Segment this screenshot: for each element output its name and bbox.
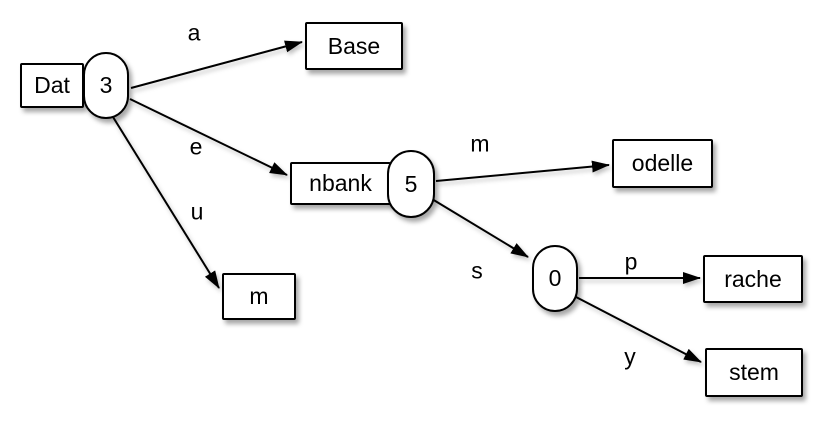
edge-u-label: u [190, 198, 204, 225]
edge-u-line [112, 116, 220, 289]
node-nbank-label: nbank [309, 170, 372, 196]
node-dat-label: Dat [34, 72, 70, 98]
edge-e-line [129, 98, 288, 176]
node-branch0-count-pill: 0 [532, 245, 578, 312]
node-branch0-count: 0 [548, 265, 562, 291]
node-dat-box: Dat [20, 63, 84, 108]
node-rache-label: rache [724, 265, 782, 292]
node-m-label: m [249, 283, 269, 309]
node-m-box: m [222, 273, 296, 320]
edge-y-line [575, 296, 702, 363]
edge-a-label: a [187, 19, 201, 46]
node-nbank-count-pill: 5 [387, 150, 435, 218]
node-odelle-label: odelle [631, 150, 694, 176]
node-odelle-box: odelle [612, 139, 713, 188]
node-base-label: Base [327, 32, 381, 59]
node-stem-box: stem [705, 348, 803, 397]
node-stem-label: stem [729, 359, 779, 385]
edge-e-label: e [189, 133, 203, 160]
edge-y-label: y [624, 343, 636, 370]
node-root-count: 3 [99, 72, 113, 98]
edge-p-label: p [624, 248, 638, 275]
edge-s-label: s [471, 257, 483, 284]
node-rache-box: rache [703, 255, 803, 303]
node-nbank-box: nbank [290, 162, 391, 205]
edge-s-line [431, 198, 529, 258]
node-root-count-pill: 3 [83, 52, 129, 119]
edge-m-line [435, 160, 610, 182]
node-nbank-count: 5 [404, 170, 418, 197]
edge-a-line [130, 40, 303, 89]
edge-m-label: m [470, 130, 490, 157]
node-base-box: Base [305, 22, 403, 70]
